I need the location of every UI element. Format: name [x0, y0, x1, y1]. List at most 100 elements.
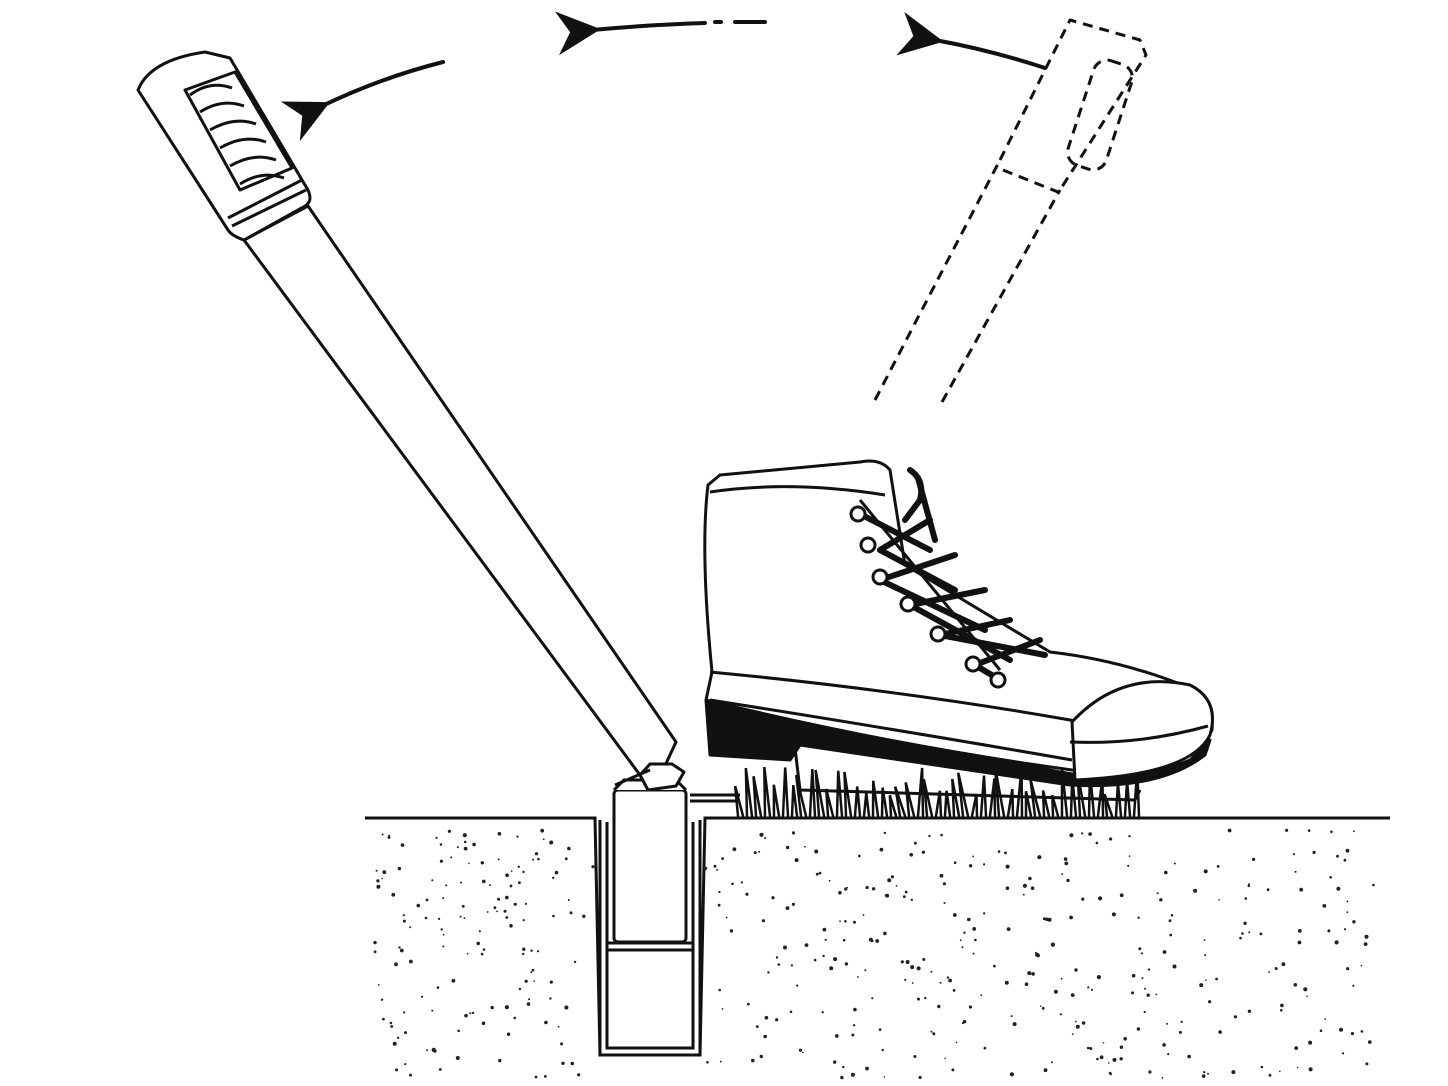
soil-speckle [883, 1076, 886, 1078]
soil-speckle [1360, 964, 1363, 967]
soil-speckle [382, 870, 387, 875]
soil-speckle [440, 928, 443, 931]
soil-speckle [1346, 967, 1350, 971]
soil-speckle [1281, 962, 1286, 967]
soil-speckle [1343, 858, 1347, 862]
soil-speckle [516, 835, 519, 838]
soil-speckle [425, 898, 429, 902]
soil-speckle [1327, 929, 1331, 933]
soil-speckle [864, 969, 867, 972]
soil-speckle [968, 1005, 973, 1009]
soil-speckle [1024, 982, 1029, 986]
soil-speckle [732, 847, 737, 852]
soil-speckle [952, 989, 956, 992]
soil-speckle [1136, 1027, 1141, 1031]
soil-speckle [389, 1021, 393, 1025]
grass-blade [934, 790, 943, 818]
grass-blade [772, 784, 781, 818]
soil-speckle [549, 980, 553, 984]
soil-speckle [455, 1056, 460, 1060]
soil-speckle [953, 861, 957, 864]
grass-blade [922, 779, 934, 818]
soil-speckle [1297, 940, 1302, 945]
grass-blade [853, 786, 862, 818]
soil-speckle [1006, 927, 1011, 931]
soil-speckle [761, 919, 766, 923]
soil-speckle [399, 948, 404, 953]
soil-speckle [509, 884, 513, 888]
soil-speckle [544, 1075, 547, 1078]
soil-speckle [1022, 883, 1027, 888]
soil-speckles [373, 828, 1375, 1080]
soil-speckle [1096, 975, 1101, 980]
soil-speckle [394, 962, 398, 967]
soil-speckle [1322, 904, 1327, 908]
grass-blade [970, 793, 979, 818]
soil-speckle [1205, 979, 1207, 981]
grass-blade [862, 792, 871, 818]
soil-speckle [450, 856, 453, 859]
soil-speckle [373, 940, 377, 945]
soil-speckle [865, 1066, 869, 1071]
soil-speckle [791, 902, 796, 906]
soil-speckle [482, 879, 486, 884]
soil-speckle [1137, 916, 1140, 919]
soil-speckle [783, 945, 787, 950]
soil-speckle [503, 909, 507, 913]
soil-speckle [895, 885, 898, 887]
soil-speckle [824, 938, 827, 941]
soil-speckle [1161, 1076, 1164, 1079]
soil-speckle [1004, 980, 1009, 985]
soil-speckle [1144, 987, 1147, 990]
soil-speckle [569, 911, 573, 915]
soil-speckle [813, 958, 817, 962]
soil-speckle [983, 1046, 987, 1050]
soil-speckle [567, 899, 570, 901]
soil-speckle [967, 917, 971, 922]
soil-speckle [1215, 977, 1218, 981]
soil-speckle [1203, 939, 1206, 941]
soil-speckle [476, 941, 481, 946]
soil-speckle [381, 877, 384, 880]
soil-speckle [1069, 915, 1073, 920]
grass-blade [888, 794, 898, 818]
soil-speckle [390, 1025, 394, 1028]
soil-speckle [853, 1007, 857, 1012]
soil-speckle [767, 971, 770, 974]
soil-speckle [1372, 883, 1375, 887]
soil-speckle [537, 950, 540, 953]
soil-speckle [497, 832, 502, 836]
soil-speckle [951, 1068, 955, 1072]
grass-blade [808, 768, 817, 818]
soil-speckle [835, 1034, 839, 1038]
soil-speckle [822, 927, 827, 932]
soil-speckle [1180, 1020, 1183, 1024]
soil-speckle [846, 886, 848, 889]
grass-blade [763, 766, 772, 818]
soil-speckle [1308, 1067, 1313, 1072]
soil-speckle [1127, 864, 1130, 867]
grass-tufts [733, 766, 1141, 818]
soil-speckle [534, 1075, 538, 1079]
soil-speckle [930, 970, 933, 973]
soil-speckle [775, 1018, 779, 1022]
soil-speckle [1329, 876, 1332, 879]
soil-speckle [488, 884, 491, 887]
soil-speckle [1005, 886, 1010, 890]
soil-speckle [1169, 933, 1173, 937]
soil-speckle [463, 840, 467, 844]
soil-speckle [1259, 932, 1263, 936]
soil-speckle [1199, 983, 1204, 988]
soil-speckle [1156, 892, 1159, 895]
soil-speckle [1350, 1032, 1354, 1036]
soil-speckle [480, 861, 484, 865]
grass-blade [894, 786, 907, 818]
soil-speckle [376, 879, 380, 883]
soil-speckle [1070, 993, 1075, 997]
soil-speckle [1368, 1040, 1372, 1044]
rotation-arrow-icon [280, 11, 1047, 142]
soil-speckle [910, 898, 913, 901]
soil-speckle [1252, 857, 1256, 862]
soil-speckle [560, 1042, 564, 1046]
soil-speckle [718, 890, 721, 894]
